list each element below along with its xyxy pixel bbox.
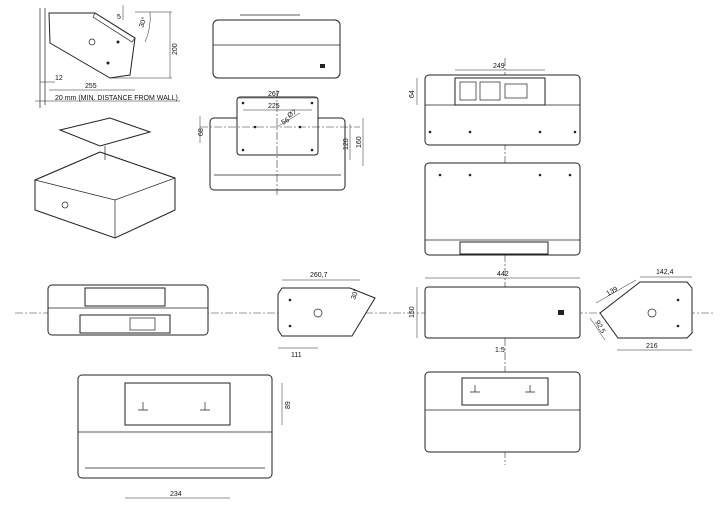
scale-label: 1:5 [495, 347, 505, 354]
dim-plate-89: 89 [285, 401, 292, 409]
dim-panel-width: 249 [493, 63, 505, 70]
dim-height-inner: 120 [343, 138, 350, 150]
mount-plate-view: 267 225 68 Ø7 56 120 160 [198, 90, 364, 195]
front-top-view [212, 14, 341, 79]
top-view-left [47, 284, 209, 336]
dim-depth: 255 [85, 83, 97, 90]
rear-view [424, 162, 581, 256]
dim-width-outer: 267 [268, 91, 280, 98]
isometric-view [33, 117, 177, 239]
dim-offset: 5 [117, 14, 121, 21]
side-view-wall-mount: 5 30° 200 12 255 20 mm (MIN. DISTANCE FR… [35, 5, 180, 108]
dim-angle: 30° [137, 16, 148, 29]
dim-slant-139: 139 [606, 286, 620, 298]
rear-top-view: 249 64 [409, 63, 581, 146]
dim-angle-30: 30° [349, 288, 360, 301]
side-view-right: 142,4 139 92,5 216 [589, 269, 693, 351]
dim-height: 200 [172, 43, 179, 55]
dim-gap: 12 [55, 75, 63, 82]
underside-view [424, 371, 581, 453]
dim-radius: 56 [281, 117, 291, 127]
dim-lower-92: 92,5 [593, 320, 606, 335]
wall-distance-note: 20 mm (MIN. DISTANCE FROM WALL) [55, 95, 178, 102]
dim-spacing-234: 234 [170, 491, 182, 498]
dim-top-142: 142,4 [656, 269, 674, 276]
side-view-center: 260,7 30° 111 [277, 272, 376, 359]
front-view: 442 150 1:5 [409, 271, 581, 354]
bottom-view: 89 234 [77, 374, 292, 499]
dim-height-outer: 160 [356, 136, 363, 148]
dim-width-442: 442 [497, 271, 509, 278]
dim-panel-height: 64 [409, 90, 416, 98]
dim-offset-111: 111 [291, 352, 302, 359]
dim-hole: Ø7 [287, 109, 299, 120]
dim-height-150: 150 [409, 306, 416, 318]
dim-width-inner: 225 [268, 103, 280, 110]
dim-offset-68: 68 [198, 128, 205, 136]
dim-bottom-216: 216 [646, 343, 658, 350]
dim-depth-260: 260,7 [310, 272, 328, 279]
